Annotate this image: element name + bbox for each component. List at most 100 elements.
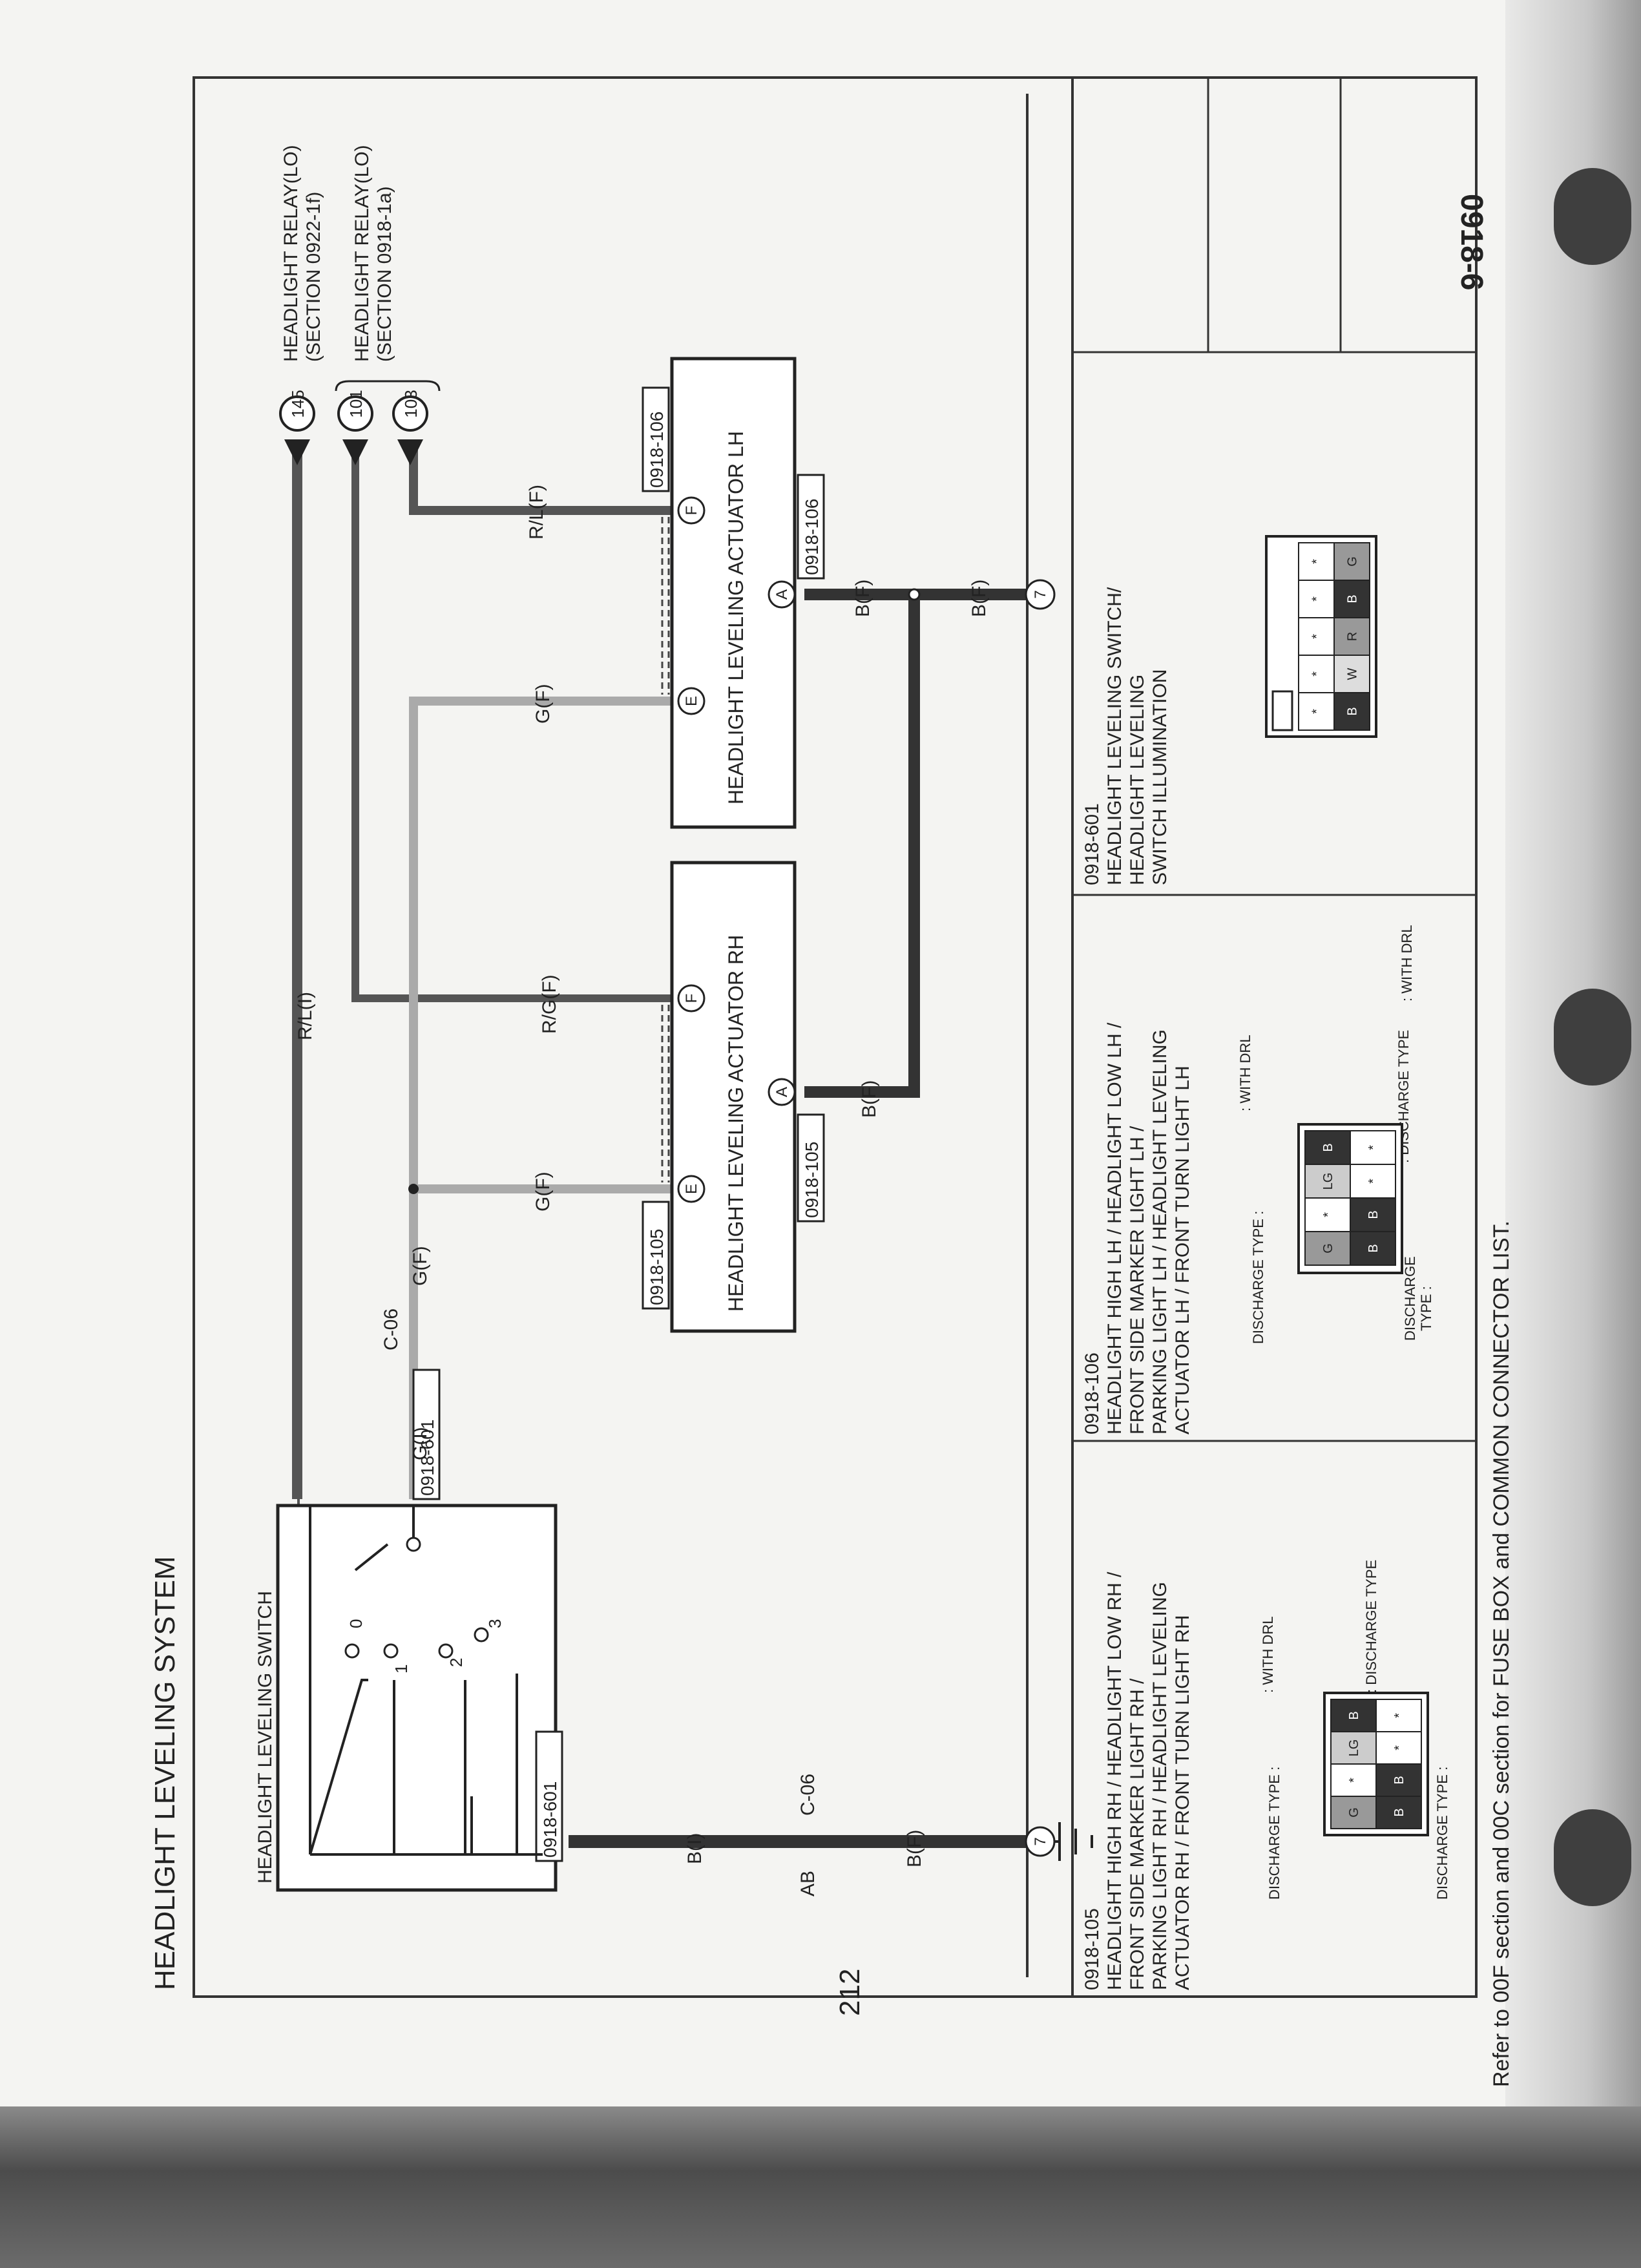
connector-cell-label: B (1346, 594, 1360, 603)
connector-cell (1350, 1130, 1396, 1165)
ground-point-right (1025, 579, 1056, 610)
svg-text:E: E (683, 1184, 700, 1194)
wire-b-rh (804, 594, 920, 1098)
binder-hole (1554, 989, 1631, 1086)
page-code: 0918-6 (1454, 194, 1489, 290)
footer-note: Refer to 00F section and 00C section for… (1489, 1221, 1514, 2087)
switch-pos-1 (383, 1643, 399, 1659)
connector-cell-label: B (1346, 707, 1360, 715)
connector-cell (1304, 1164, 1351, 1199)
connector-tag-label: 0918-601 (417, 1420, 437, 1496)
switch-illumination (354, 1506, 415, 1571)
svg-text:145: 145 (288, 390, 308, 417)
relay-101-103-section: (SECTION 0918-1a) (374, 186, 395, 362)
connector-tag (412, 1369, 441, 1500)
relay-101-103-label: HEADLIGHT RELAY(LO) (351, 145, 373, 362)
switch-pos-3 (474, 1627, 489, 1643)
svg-text:: WITH DRL: : WITH DRL (1260, 1616, 1276, 1693)
relay-terminal-103: 103 (392, 390, 428, 465)
svg-text:1: 1 (392, 1664, 411, 1674)
connector-cell (1333, 692, 1370, 731)
connector-106-face: DISCHARGE TYPE : DISCHARGE TYPE : : WITH… (1237, 925, 1434, 1344)
connector-cell-label: LG (1321, 1173, 1335, 1190)
connector-cell-label: G (1321, 1243, 1335, 1254)
wire-label: G(I) (410, 1427, 431, 1460)
switch-terminal (406, 1537, 421, 1552)
svg-text:PARKING LIGHT RH / HEADLIGHT L: PARKING LIGHT RH / HEADLIGHT LEVELING (1149, 1582, 1171, 1990)
connector-cell (1333, 542, 1370, 581)
svg-text:E: E (683, 696, 700, 706)
switch-contacts (393, 1674, 518, 1854)
pin-a-lh (768, 580, 796, 609)
svg-text:7: 7 (1032, 1837, 1049, 1845)
svg-text:: WITH DRL: : WITH DRL (1399, 925, 1415, 1002)
ground-point-left (1025, 1826, 1056, 1857)
connector-tag-label: 0918-601 (540, 1781, 560, 1858)
relay-terminal-145: 145 (279, 390, 315, 465)
wire-rl-lh (409, 446, 672, 515)
connector-cell-label: * (1392, 1745, 1406, 1750)
connector-cell-label: * (1366, 1179, 1381, 1184)
connector-tag-label: 0918-105 (647, 1229, 667, 1305)
svg-text:HEADLIGHT HIGH LH / HEADLIGHT: HEADLIGHT HIGH LH / HEADLIGHT LOW LH / (1104, 1022, 1125, 1434)
wire-label: R/G(F) (539, 974, 560, 1034)
switch-wiper (309, 1679, 368, 1855)
connector-cell-label: G (1346, 556, 1360, 567)
wire-label: R/L(I) (295, 992, 316, 1040)
scanner-edge (0, 2106, 1641, 2268)
connector-tag (642, 386, 670, 492)
pin-a-rh (768, 1078, 796, 1106)
wire-label: B(F) (852, 580, 873, 617)
connector-tag-label: 0918-105 (802, 1142, 822, 1218)
connector-tag (797, 1113, 825, 1223)
svg-text:F: F (683, 994, 700, 1003)
switch-label: HEADLIGHT LEVELING SWITCH (255, 1591, 276, 1884)
svg-text:SWITCH ILLUMINATION: SWITCH ILLUMINATION (1149, 669, 1171, 885)
wire-label: G(F) (532, 1171, 554, 1212)
connector-cell-label: B (1321, 1143, 1335, 1151)
connector-tag (535, 1730, 563, 1862)
diagram-frame (193, 76, 1478, 1998)
connector-tag-label: 0918-106 (647, 412, 667, 488)
svg-text:DISCHARGE TYPE :: DISCHARGE TYPE : (1250, 1211, 1266, 1344)
connector-label: C-06 (797, 1774, 819, 1816)
leveling-switch-box (276, 1504, 558, 1892)
connector-cell-label: * (1310, 709, 1324, 714)
svg-text:3: 3 (485, 1619, 505, 1628)
connector-cell-label: G (1347, 1807, 1361, 1818)
connector-cell (1298, 692, 1335, 731)
svg-text:A: A (773, 1087, 791, 1097)
svg-text:DISCHARGE TYPE :: DISCHARGE TYPE : (1266, 1767, 1282, 1900)
connector-cell-label: B (1392, 1776, 1406, 1784)
svg-text:: WITH DRL: : WITH DRL (1237, 1034, 1253, 1111)
actuator-lh-label: HEADLIGHT LEVELING ACTUATOR LH (724, 431, 747, 804)
c105-code: 0918-105 (1082, 1908, 1103, 1990)
wire-splice (908, 588, 921, 601)
wire-splice (408, 1184, 419, 1194)
connector-cell (1333, 617, 1370, 656)
relay-145-section: (SECTION 0922-1f) (303, 192, 324, 362)
connector-cell-label: W (1346, 667, 1360, 680)
page-number: 212 (834, 1969, 866, 2016)
connector-cell-label: * (1310, 559, 1324, 564)
connector-cell (1333, 580, 1370, 618)
svg-text:A: A (773, 589, 791, 600)
wire-label: G(F) (410, 1246, 431, 1286)
wire-g-lh (409, 697, 672, 1189)
connector-cell-label: B (1347, 1711, 1361, 1719)
binder-hole (1554, 1809, 1631, 1906)
wire-label: B(F) (859, 1080, 880, 1118)
svg-text:2: 2 (446, 1658, 466, 1667)
svg-text:0: 0 (346, 1619, 366, 1628)
connector-cell-label: * (1310, 634, 1324, 639)
relay-145-label: HEADLIGHT RELAY(LO) (280, 145, 302, 362)
connector-cell-label: * (1321, 1212, 1335, 1217)
connector-cell (1304, 1130, 1351, 1165)
svg-text:ACTUATOR RH / FRONT TURN LIGHT: ACTUATOR RH / FRONT TURN LIGHT RH (1172, 1615, 1193, 1990)
svg-text:101: 101 (346, 390, 366, 417)
switch-pos-0 (344, 1643, 360, 1659)
connector-tag-label: 0918-106 (802, 499, 822, 575)
connector-cell (1375, 1796, 1422, 1829)
connector-cell (1350, 1231, 1396, 1266)
